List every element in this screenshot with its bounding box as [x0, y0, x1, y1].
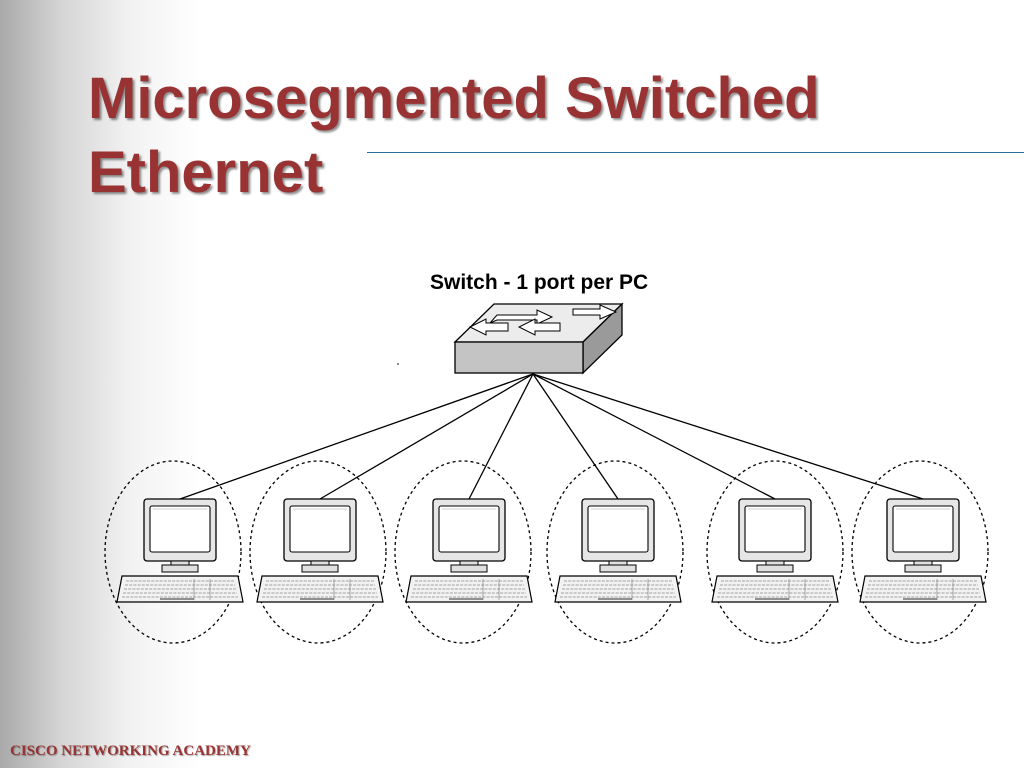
segment-2: [249, 460, 387, 644]
footer-brand: CISCO NETWORKING ACADEMY: [10, 743, 251, 759]
cable-pc-4: [532, 373, 619, 500]
collision-domains: [104, 460, 989, 644]
slide-title-line-1: Microsegmented Switched: [88, 66, 820, 131]
slide-title-line-2: Ethernet: [88, 140, 324, 205]
segment-1: [104, 460, 242, 644]
segment-3: [394, 460, 532, 644]
segment-6: [851, 460, 989, 644]
pc-nodes: [116, 498, 987, 603]
segment-4: [546, 460, 684, 644]
uplink-cables: [179, 373, 924, 500]
desktop-pc-icon: [256, 498, 384, 603]
cable-pc-2: [319, 373, 534, 500]
desktop-pc-icon: [859, 498, 987, 603]
switch-label: Switch - 1 port per PC: [430, 271, 649, 294]
desktop-pc-icon: [711, 498, 839, 603]
desktop-pc-icon: [116, 498, 244, 603]
segment-5: [706, 460, 844, 644]
cable-pc-6: [532, 373, 924, 500]
desktop-pc-icon: [405, 498, 533, 603]
cable-pc-1: [179, 373, 534, 500]
cable-pc-3: [468, 373, 534, 500]
cable-pc-5: [532, 373, 776, 500]
desktop-pc-icon: [554, 498, 682, 603]
switch-icon: [453, 302, 624, 375]
title-divider: [367, 152, 1024, 153]
slide-title: Microsegmented Switched Ethernet: [88, 62, 820, 210]
